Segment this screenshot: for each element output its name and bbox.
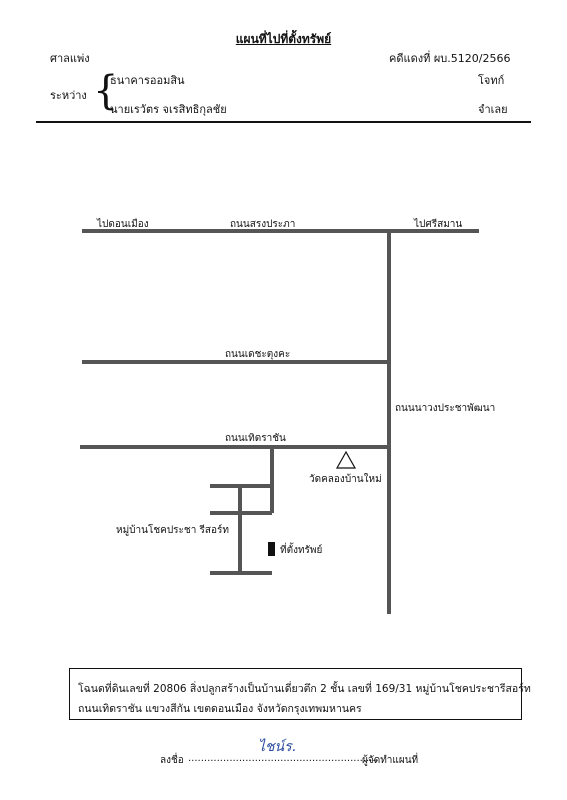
label-temple: วัดคลองบ้านใหม่ [309,474,382,485]
property-info-box: โฉนดที่ดินเลขที่ 20806 สิ่งปลูกสร้างเป็น… [69,668,531,720]
document-title: แผนที่ไปที่ตั้งทรัพย์ [235,32,332,46]
handwritten-signature: ไชน์ร. [258,739,297,755]
info-line-2: ถนนเทิดราชัน แขวงสีกัน เขตดอนเมือง จังหว… [78,703,362,715]
defendant-role: จำเลย [478,103,508,116]
label-village: หมู่บ้านโชคประชา รีสอร์ท [116,525,229,536]
signature-dots: ........................................… [188,753,379,764]
label-to-donmueang: ไปดอนเมือง [97,219,149,230]
sign-label: ลงชื่อ [160,755,184,766]
defendant-name: นายเรวัตร จเรสิทธิกุลชัย [110,103,227,116]
info-line-1: โฉนดที่ดินเลขที่ 20806 สิ่งปลูกสร้างเป็น… [78,683,531,695]
court-name: ศาลแพ่ง [50,52,90,65]
header-divider [36,121,531,123]
signer-role: ผู้จัดทำแผนที่ [362,755,419,766]
plaintiff-role: โจทก์ [478,74,505,87]
label-road-thoetrachan: ถนนเทิดราชัน [225,433,286,444]
label-to-srisaman: ไปศรีสมาน [414,219,463,230]
property-marker-icon [268,542,275,556]
case-number: คดีแดงที่ ผบ.5120/2566 [389,52,511,65]
label-property: ที่ตั้งทรัพย์ [280,545,323,556]
label-road-songprapa: ถนนสรงประภา [230,219,296,230]
between-label: ระหว่าง [50,89,87,102]
label-road-detsatangkha: ถนนเดชะตุงคะ [225,349,291,360]
plaintiff-name: ธนาคารออมสิน [110,74,185,87]
temple-icon [335,450,357,469]
brace: { [93,68,119,114]
label-road-nawongprachaphatthana: ถนนนาวงประชาพัฒนา [395,403,496,414]
